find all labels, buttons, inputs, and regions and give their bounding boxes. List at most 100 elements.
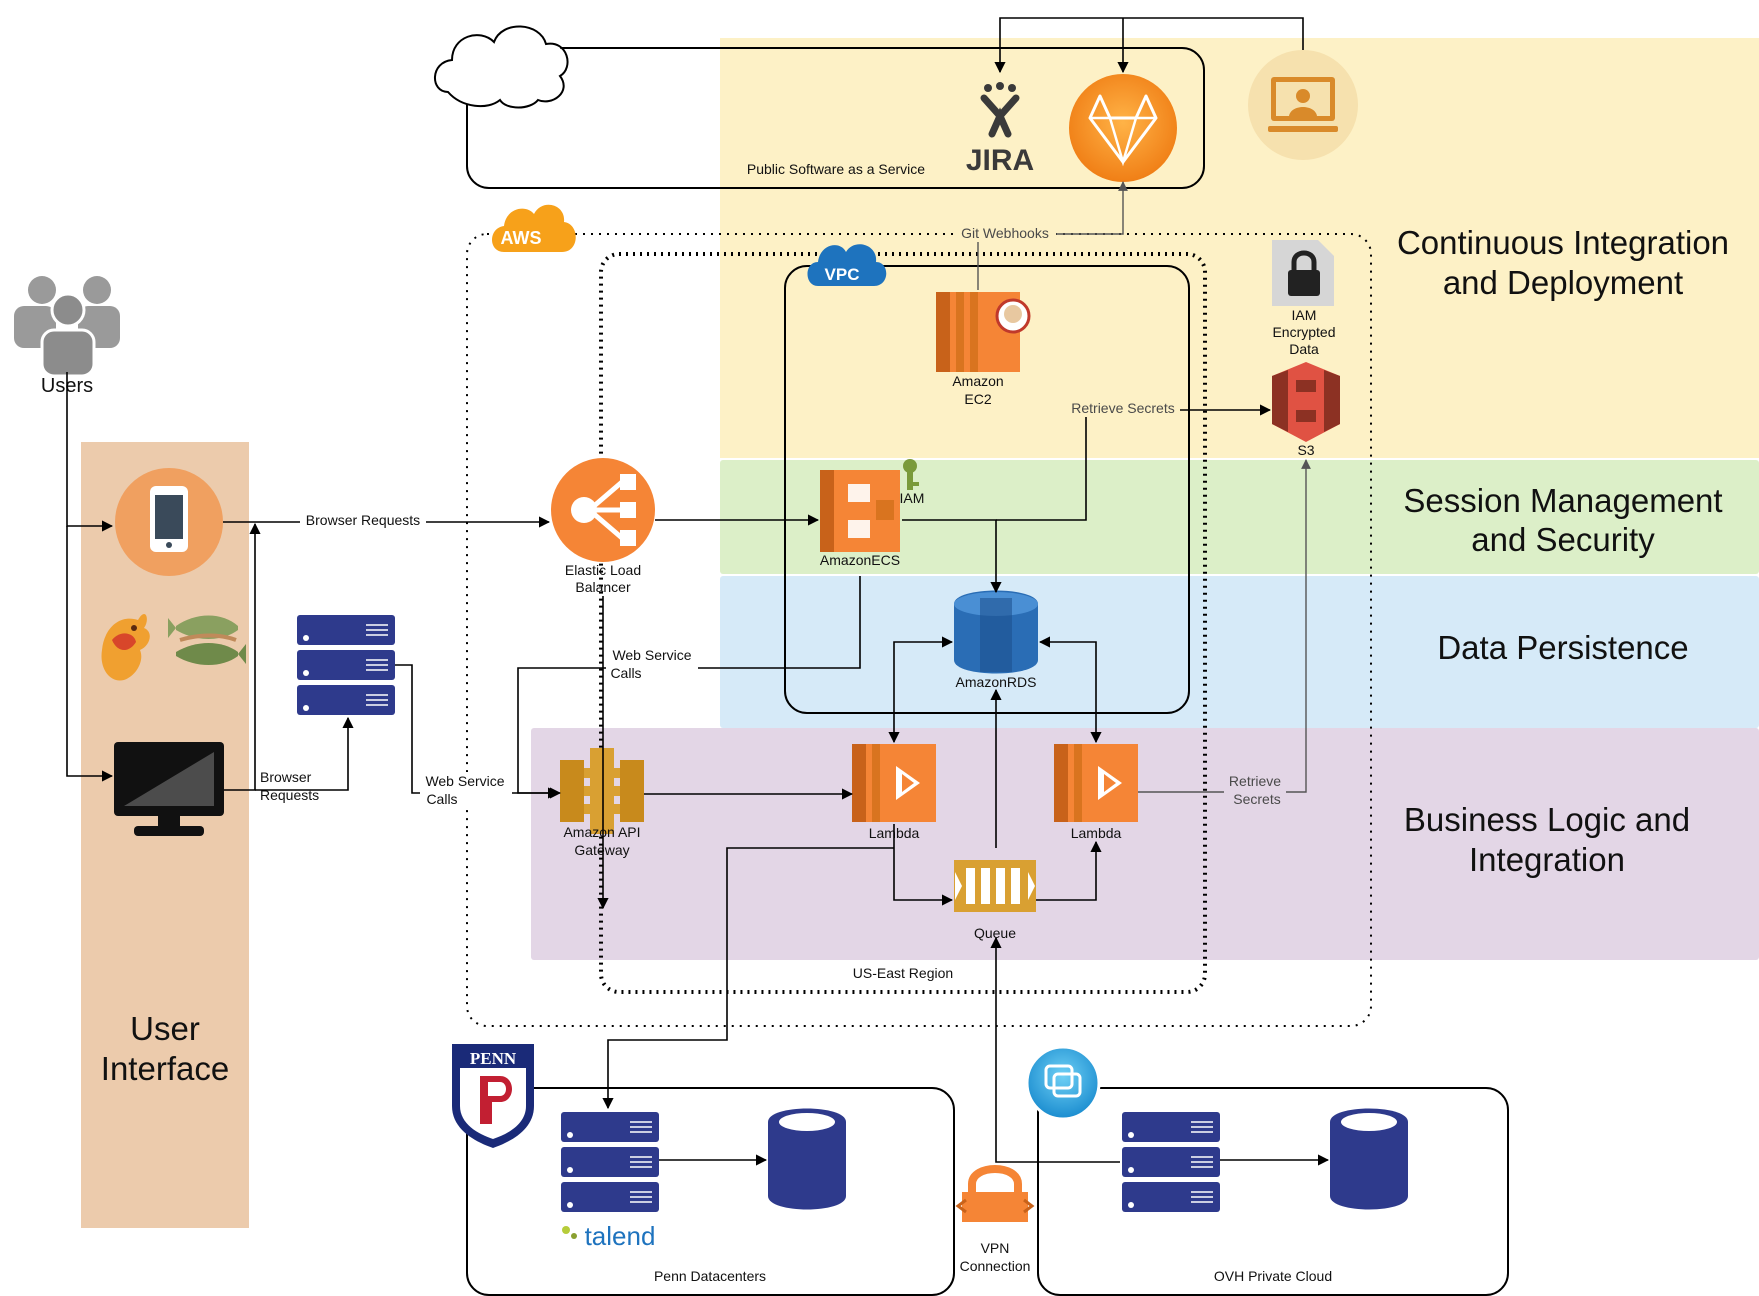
rds-icon [954,590,1038,674]
edge-label-web-service-2: Calls [426,791,457,807]
apigw-label-1: Amazon API [563,824,640,840]
lane-business-logic [531,728,1759,960]
edge-queue-ovh [990,936,1120,1163]
queue-label: Queue [974,925,1016,941]
penn-database-icon [768,1108,846,1210]
jira-label: JIRA [966,144,1034,177]
vpn-gateway-icon [955,1165,1035,1222]
iam-data-label-1: IAM [1292,307,1317,323]
vmware-icon [1025,1045,1101,1121]
edge-label-browser-requests: Browser Requests [306,512,420,528]
edge-desktop-server [255,716,354,791]
ovh-database-icon [1330,1108,1408,1210]
penn-datacenter-group: Penn Datacenters PENN talend [452,1044,955,1296]
edge-lambda1-queue [893,824,954,906]
mobile-device-icon [115,468,223,576]
vpn-label-1: VPN [981,1240,1010,1256]
edge-dev-tools [994,17,1304,74]
edge-label-browser-requests2-2: Requests [260,787,319,803]
edge-label-web-service-1: Web Service [425,773,504,789]
talend-label: talend [585,1221,656,1251]
vpc-cloud-icon [807,244,887,286]
encrypted-data-icon [1272,240,1334,306]
penn-shield-text: PENN [470,1049,517,1068]
lane-titles: Continuous Integration and Deployment Se… [1397,224,1729,878]
lane-title-business-2: Integration [1469,841,1625,878]
edge-users-desktop [66,526,114,782]
queue-icon [954,860,1036,912]
apigw-label-2: Gateway [574,842,629,858]
fish-logo-icon [168,615,246,665]
lambda-label-2: Lambda [1071,825,1122,841]
edge-label-retrieve-secrets2-2: Secrets [1233,791,1280,807]
talend-logo-icon [562,1226,577,1239]
lambda-icon-2 [1054,744,1138,822]
rds-label: AmazonRDS [956,674,1037,690]
lane-title-session-1: Session Management [1403,482,1722,519]
lane-cicd [720,38,1759,458]
edge-ecs-webservice [517,576,861,799]
vpc-boundary [784,265,1190,714]
aws-boundary [466,233,1372,1027]
elb-label-2: Balancer [575,579,631,595]
aws-label: AWS [500,228,541,248]
lane-title-session-2: and Security [1471,521,1655,558]
aws-region-group: AWS US-East Region VPC [466,204,1372,1027]
lane-title-cicd-1: Continuous Integration [1397,224,1729,261]
s3-icon [1272,362,1340,442]
edge-queue-lambda2 [1036,840,1102,901]
edge-label-web-service-4: Calls [610,665,641,681]
edge-label-web-service-3: Web Service [612,647,691,663]
edge-label-git-webhooks: Git Webhooks [961,225,1049,241]
ec2-label-1: Amazon [952,373,1003,389]
penn-dc-label: Penn Datacenters [654,1268,766,1284]
load-balancer-icon [551,458,655,562]
ui-title-1: User [130,1010,200,1047]
iam-key-icon [903,459,919,490]
edge-lambda1-penn [602,847,894,1110]
ovh-cloud-group: OVH Private Cloud [1025,1045,1509,1296]
edge-lambda2-rds [1038,636,1102,744]
ecs-icon [820,470,900,552]
developer-icon [1248,50,1358,160]
lane-session [720,460,1759,574]
lane-title-data: Data Persistence [1437,629,1688,666]
ui-title-2: Interface [101,1050,229,1087]
vpc-label: VPC [825,265,860,284]
saas-label: Public Software as a Service [747,161,925,177]
gitlab-icon [1069,74,1177,182]
s3-label: S3 [1297,442,1314,458]
users-icon [14,276,120,378]
jira-icon [980,82,1020,138]
lane-title-cicd-2: and Deployment [1443,264,1683,301]
saas-group: Public Software as a Service JIRA [434,25,1358,189]
griffin-logo-icon [101,614,150,681]
ec2-label-2: EC2 [964,391,991,407]
elb-label-1: Elastic Load [565,562,641,578]
iam-data-label-2: Encrypted [1272,324,1335,340]
penn-server-icon [561,1112,659,1212]
edge-lambda1-rds [888,636,954,744]
ec2-icon [936,292,1031,372]
edge-lambda2-s3 [1138,459,1311,793]
iam-data-label-3: Data [1289,341,1319,357]
penn-dc-box [466,1087,955,1296]
api-gateway-icon [560,748,644,834]
edge-labels: Browser Requests Browser Requests Web Se… [260,225,1286,808]
desktop-monitor-icon [114,742,224,836]
edge-label-retrieve-secrets2-1: Retrieve [1229,773,1281,789]
cloud-icon [434,25,569,109]
vpn-group: VPN Connection [955,1165,1035,1274]
ovh-server-icon [1122,1112,1220,1212]
ovh-box [1037,1087,1509,1296]
edge-label-retrieve-secrets: Retrieve Secrets [1071,400,1174,416]
region-label: US-East Region [853,965,953,981]
ovh-label: OVH Private Cloud [1214,1268,1332,1284]
user-interface-panel: User Interface [81,442,249,1228]
iam-label: IAM [900,490,925,506]
ecs-label: AmazonECS [820,552,900,568]
lane-title-business-1: Business Logic and [1404,801,1690,838]
lambda-icon-1 [852,744,936,822]
availability-zone-boundary [599,252,1207,994]
